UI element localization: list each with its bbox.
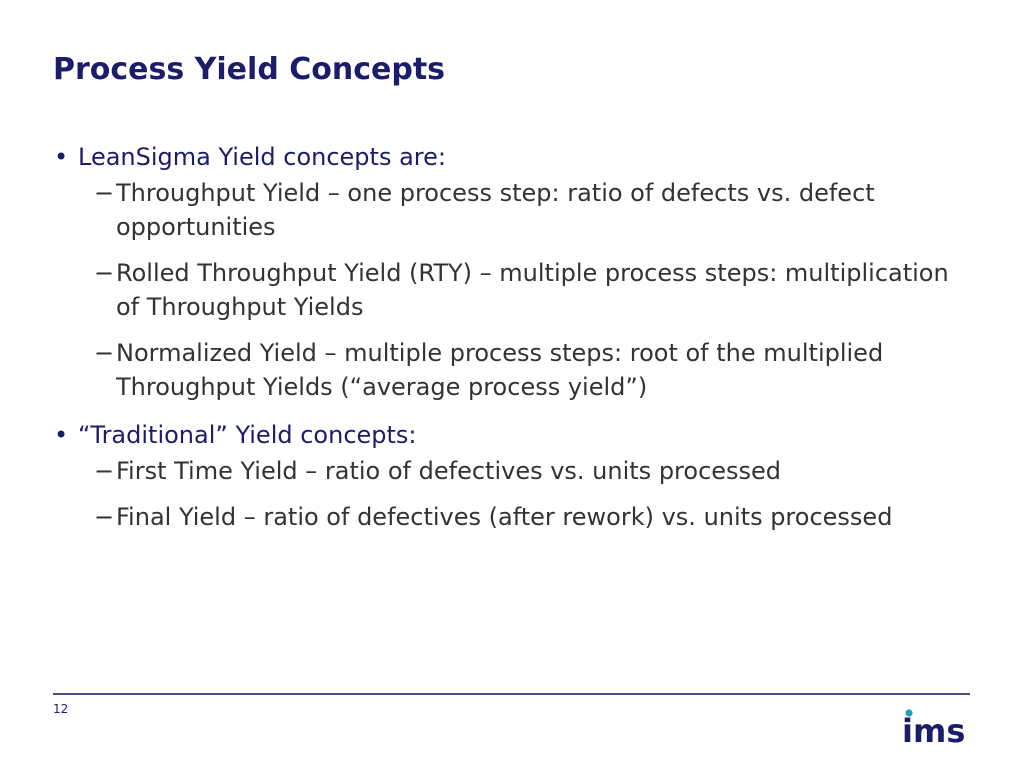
ims-logo-icon: ims [902, 705, 972, 745]
sub-item-marker: − [94, 339, 115, 367]
logo-text: ims [902, 712, 965, 745]
sub-item-marker: − [94, 457, 115, 485]
sub-item-text: Rolled Throughput Yield (RTY) – multiple… [116, 259, 949, 321]
bullet-text: “Traditional” Yield concepts: [78, 421, 417, 449]
sub-item: − Normalized Yield – multiple process st… [94, 336, 974, 404]
bullet-text: LeanSigma Yield concepts are: [78, 143, 446, 171]
sub-item-marker: − [94, 179, 115, 207]
slide-title: Process Yield Concepts [53, 52, 446, 87]
sub-item-text: Normalized Yield – multiple process step… [116, 339, 884, 401]
sub-item: − Rolled Throughput Yield (RTY) – multip… [94, 256, 974, 324]
bullet-item: • “Traditional” Yield concepts: [54, 418, 974, 452]
footer-divider [53, 693, 970, 695]
sub-item: − Throughput Yield – one process step: r… [94, 176, 974, 244]
bullet-item: • LeanSigma Yield concepts are: [54, 140, 974, 174]
sub-item: − Final Yield – ratio of defectives (aft… [94, 500, 974, 534]
bullet-marker: • [54, 143, 69, 171]
sub-item-text: Throughput Yield – one process step: rat… [116, 179, 875, 241]
ims-logo-graphic: ims [902, 709, 965, 745]
sub-item: − First Time Yield – ratio of defectives… [94, 454, 974, 488]
sub-item-marker: − [94, 259, 115, 287]
logo-dot [905, 709, 913, 717]
sub-item-marker: − [94, 503, 115, 531]
sub-item-text: First Time Yield – ratio of defectives v… [116, 457, 782, 485]
sub-item-text: Final Yield – ratio of defectives (after… [116, 503, 893, 531]
bullet-marker: • [54, 421, 69, 449]
page-number: 12 [53, 702, 69, 716]
slide-content: • LeanSigma Yield concepts are: − Throug… [54, 140, 974, 534]
